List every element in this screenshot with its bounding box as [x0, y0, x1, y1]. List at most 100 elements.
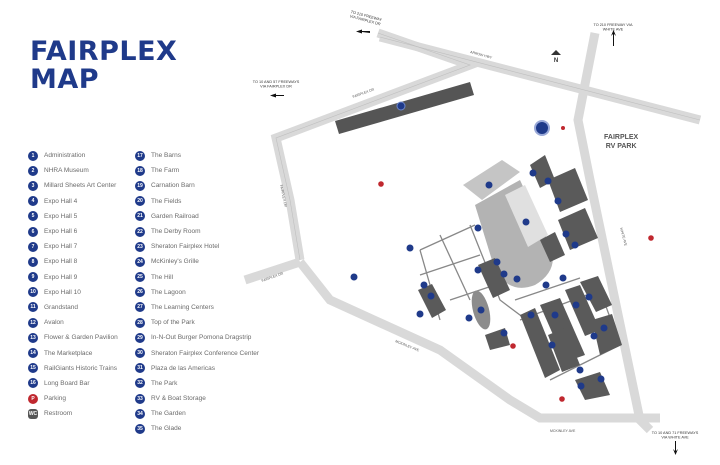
legend-item-label: In-N-Out Burger Pomona Dragstrip: [151, 334, 252, 342]
legend-item: 24 McKinley's Grille: [135, 254, 259, 269]
legend-item: 26 The Lagoon: [135, 285, 259, 300]
legend-item: 21 Garden Railroad: [135, 209, 259, 224]
number-badge: 26: [135, 287, 145, 298]
legend-item-label: Expo Hall 4: [44, 197, 78, 205]
number-badge: 16: [28, 378, 38, 389]
legend-item-label: Top of the Park: [151, 319, 195, 327]
white-ave-label: WHITE AVE: [619, 227, 628, 247]
legend-item-label: McKinley's Grille: [151, 258, 199, 266]
legend-item-label: RV & Boat Storage: [151, 395, 206, 403]
grandstand: [463, 160, 520, 200]
number-badge: 6: [28, 226, 38, 237]
parking-markers[interactable]: [378, 126, 654, 402]
number-badge: 5: [28, 211, 38, 222]
title-line2: MAP: [30, 64, 100, 95]
white-ave-road: [573, 32, 654, 434]
legend-item-label: Millard Sheets Art Center: [44, 182, 117, 190]
legend-item-label: RailGiants Historic Trains: [44, 364, 117, 372]
legend-item: 1 Administration: [28, 148, 118, 163]
fairplex-dr-left-label: FAIRPLEX DR: [279, 184, 288, 208]
legend-item: 33 RV & Boat Storage: [135, 391, 259, 406]
legend-item-label: The Garden: [151, 410, 186, 418]
number-badge: 33: [135, 393, 145, 404]
number-badge: 21: [135, 211, 145, 222]
number-badge: 14: [28, 348, 38, 359]
direction-se-line1: TO 10 AND 71 FREEWAYS: [652, 431, 699, 435]
direction-ne-line1: TO 210 FREEWAY VIA: [593, 23, 633, 27]
arrow-hwy-label: ARROW HWY: [470, 50, 493, 60]
number-badge: 29: [135, 332, 145, 343]
legend-item-label: Sheraton Fairplex Hotel: [151, 243, 220, 251]
number-badge: 19: [135, 180, 145, 191]
number-badge: 11: [28, 302, 38, 313]
legend-item-label: The Learning Centers: [151, 303, 214, 311]
legend-item-label: Long Board Bar: [44, 379, 90, 387]
direction-w-line1: TO 10 AND 57 FREEWAYS: [253, 80, 300, 84]
number-badge: 8: [28, 256, 38, 267]
number-badge: 20: [135, 196, 145, 207]
number-badge: 1: [28, 150, 38, 161]
number-badge: 7: [28, 241, 38, 252]
legend-item: 15 RailGiants Historic Trains: [28, 361, 118, 376]
legend-item-label: The Barns: [151, 152, 181, 160]
number-badge: 12: [28, 317, 38, 328]
page-title: FAIRPLEX MAP: [30, 38, 177, 94]
fairplex-dr-road: [270, 28, 484, 261]
legend-item-label: The Farm: [151, 167, 180, 175]
marker-round-building[interactable]: [534, 120, 550, 136]
number-badge: 15: [28, 363, 38, 374]
legend-item-label: The Fields: [151, 197, 182, 205]
arrow-down-icon: [673, 441, 678, 455]
number-badge: 27: [135, 302, 145, 313]
number-badge: 24: [135, 256, 145, 267]
rv-park-label: FAIRPLEX RV PARK: [604, 134, 639, 150]
legend-item-label: Expo Hall 9: [44, 273, 78, 281]
number-badge: 32: [135, 378, 145, 389]
legend-item-label: The Lagoon: [151, 288, 186, 296]
number-badge: 2: [28, 165, 38, 176]
mckinley-ave-road: [296, 259, 660, 423]
legend-item-label: Grandstand: [44, 303, 78, 311]
legend-item-label: The Derby Room: [151, 228, 201, 236]
direction-arrows: [270, 29, 678, 455]
svg-text:TO 210 FREEWAYVIA FAIRPLEX DR: TO 210 FREEWAYVIA FAIRPLEX DR: [349, 10, 383, 27]
legend-item-label: Administration: [44, 152, 86, 160]
restroom-icon: WC: [28, 408, 38, 419]
number-badge: 30: [135, 348, 145, 359]
legend-item: 9 Expo Hall 9: [28, 270, 118, 285]
number-badge: 13: [28, 332, 38, 343]
legend-item-label: The Hill: [151, 273, 174, 281]
arrow-left-icon: [356, 29, 370, 34]
number-badge: 9: [28, 272, 38, 283]
legend-item-label: The Glade: [151, 425, 182, 433]
legend-item-label: Garden Railroad: [151, 212, 199, 220]
title-line1: FAIRPLEX: [30, 36, 178, 67]
marker-30[interactable]: [396, 101, 406, 111]
location-markers[interactable]: [350, 169, 608, 390]
legend-item-label: Plaza de las Americas: [151, 364, 215, 372]
legend-item-label: Expo Hall 5: [44, 212, 78, 220]
number-badge: 31: [135, 363, 145, 374]
